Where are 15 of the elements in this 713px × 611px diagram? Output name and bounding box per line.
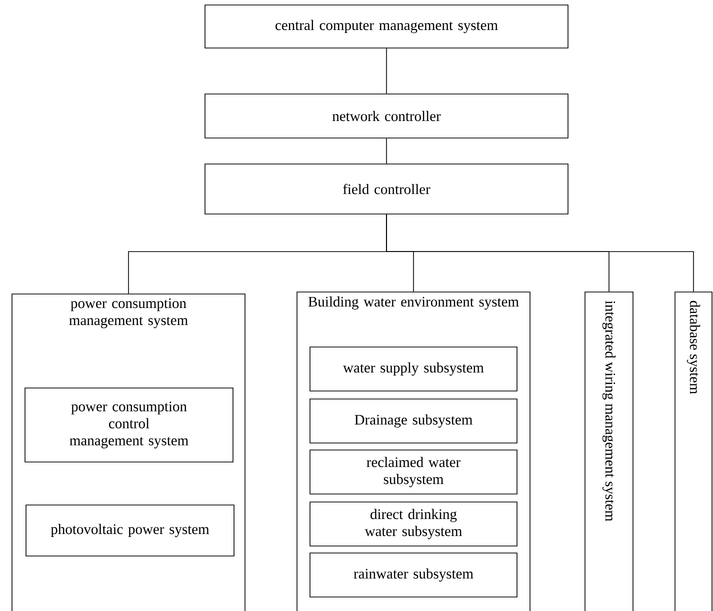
system-box: power consumption control management system <box>24 388 234 462</box>
system-box: field controller <box>204 164 568 214</box>
system-box: rainwater subsystem <box>310 552 518 598</box>
connector-line <box>386 214 694 292</box>
connector-line <box>386 138 387 164</box>
system-box: direct drinking water subsystem <box>310 502 518 546</box>
system-box: water supply subsystem <box>310 346 518 392</box>
connector-line <box>386 48 387 94</box>
system-column: database system <box>674 292 712 611</box>
system-box: network controller <box>204 94 568 138</box>
system-box: reclaimed water subsystem <box>310 450 518 494</box>
system-box: Drainage subsystem <box>310 398 518 444</box>
system-box: photovoltaic power system <box>26 504 234 556</box>
system-column: integrated wiring management system <box>584 292 634 611</box>
system-box: central computer management system <box>204 4 568 48</box>
